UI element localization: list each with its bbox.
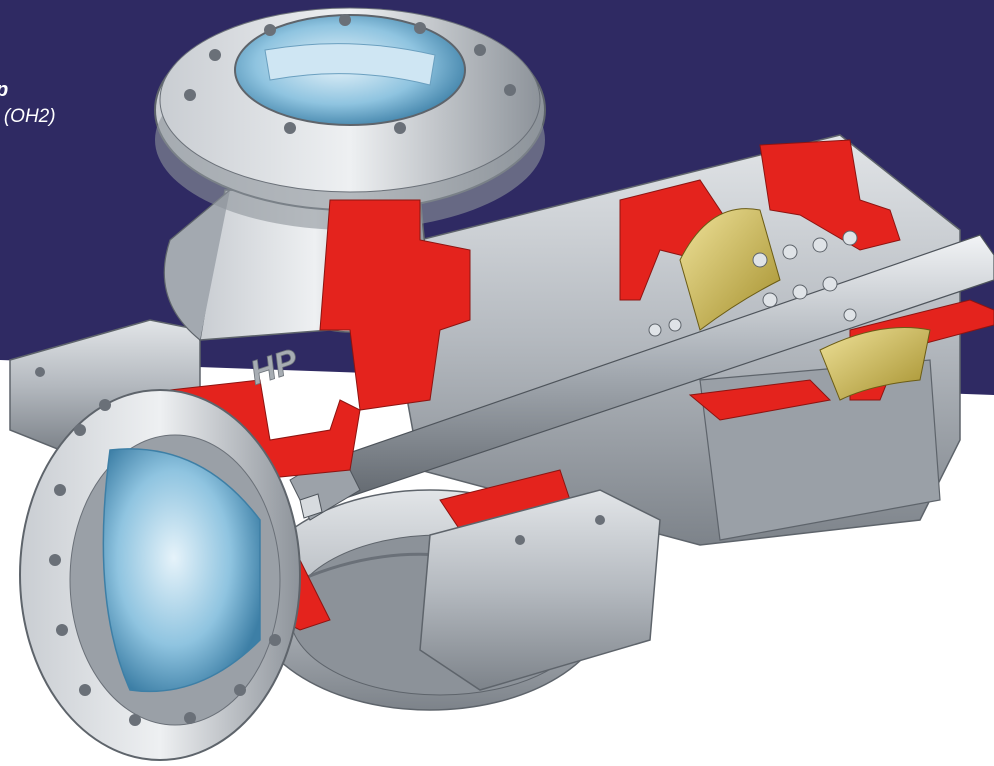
product-caption: p 0 (OH2) <box>0 76 56 131</box>
caption-title: p <box>0 76 56 104</box>
suction-flange <box>19 389 301 761</box>
casting-mark: HP <box>246 342 303 393</box>
bearing-housing <box>379 134 961 546</box>
discharge-flange <box>154 7 546 230</box>
pedestal-block <box>419 489 661 691</box>
bearing-components <box>648 208 931 401</box>
caption-subtitle: 0 (OH2) <box>0 106 56 127</box>
